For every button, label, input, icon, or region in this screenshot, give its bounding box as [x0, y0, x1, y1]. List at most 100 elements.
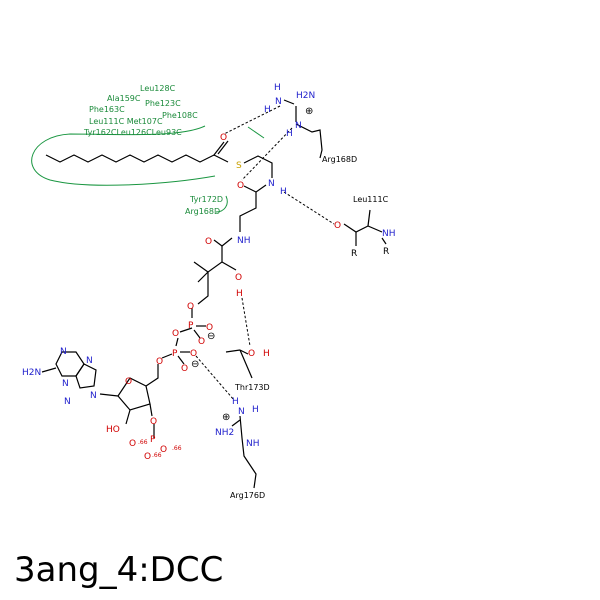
residue-arg176d: Arg176D [230, 491, 265, 500]
residue-phe163c: Phe163C [89, 105, 125, 114]
glycosidic-bond [99, 393, 119, 397]
residue-phe108c: Phe108C [162, 111, 198, 120]
hydrophobic-arc-lower [215, 195, 228, 213]
atom-n-amide1: N [268, 179, 275, 189]
ribose-link-bonds [145, 364, 159, 387]
atom-p1: P [188, 321, 194, 331]
atom-n-arg176d-top: N [238, 407, 245, 417]
atom-h2n-adenine: H2N [22, 368, 41, 378]
atom-o-3prime: O [150, 417, 157, 427]
residue-leu128c: Leu128C [140, 84, 176, 93]
thioester-co-bond-double [217, 140, 229, 155]
hydroxyl-bond [221, 261, 237, 271]
atom-s-thioester: S [236, 161, 242, 171]
residue-arg168d-hydrophobic: Arg168D [185, 207, 220, 216]
atom-o-ester1: O [187, 302, 194, 312]
hbond-arg168d-thioester [223, 105, 281, 135]
p2-o-bond [161, 353, 173, 359]
amide-co-bond [243, 185, 257, 193]
atom-h-hydroxyl: H [236, 289, 243, 299]
atom-p3: P [150, 435, 156, 445]
hbond-leu111c-nh [283, 191, 335, 225]
partial-charge-a: .66 [138, 439, 148, 446]
amide2-bond [221, 237, 233, 247]
atom-h-arg168d-top: H [274, 83, 281, 93]
atom-h-thr173d: H [263, 349, 270, 359]
charge-plus-arg168d: ⊕ [305, 106, 313, 117]
thr173d-bond-1 [225, 349, 241, 353]
atom-h2n-arg168d: H2N [296, 91, 315, 101]
atom-n-arg168d-ne: N [295, 121, 302, 131]
atom-nh2-arg176d: NH2 [215, 428, 234, 438]
atom-o-phos3b: O [160, 445, 167, 455]
atom-r-leu111c-b: R [383, 247, 389, 257]
hydrophobic-tick [247, 126, 265, 139]
adenine-five-ring [75, 363, 97, 389]
p2-o3-bond [177, 355, 185, 365]
leu111c-ca-bond [367, 209, 371, 227]
acyl-chain-bonds [45, 154, 229, 163]
amine-bond [41, 367, 57, 373]
atom-nh-arg176d: NH [246, 439, 260, 449]
atom-o-thioester: O [220, 133, 227, 143]
ribose-o3-bond [149, 403, 153, 417]
atom-o-thr173d: O [248, 349, 255, 359]
pantoate-bonds [197, 246, 223, 305]
atom-o-ester2: O [156, 357, 163, 367]
residue-arg168d: Arg168D [322, 155, 357, 164]
atom-h-arg168d-ne: H [286, 129, 293, 139]
charge-plus-arg176d: ⊕ [222, 412, 230, 423]
atom-o-amide1: O [237, 181, 244, 191]
atom-h-arg176d-right: H [252, 405, 259, 415]
leu111c-bonds [343, 223, 383, 233]
atom-o-p1a: O [206, 323, 213, 333]
atom-o-leu111c: O [334, 221, 341, 231]
residue-phe123c: Phe123C [145, 99, 181, 108]
thioester-co-bond [213, 141, 225, 156]
residue-leu111c-met107c: Leu111C Met107C [89, 117, 163, 126]
hbond-thr173d-oh [241, 297, 251, 347]
atom-o-hydroxyl: O [235, 273, 242, 283]
methyl-bond-1 [193, 261, 209, 273]
methyl-bond-2 [197, 271, 209, 283]
atom-h-arg168d-left: H [264, 105, 271, 115]
bridge-o-bond [175, 337, 179, 347]
arg176d-nh2-bond [231, 419, 241, 427]
residue-tyr172d: Tyr172D [189, 195, 223, 204]
hbond-arg176d-phosphate [195, 355, 235, 401]
ribose-oh-bond [125, 409, 131, 425]
charge-minus-p2: ⊖ [191, 359, 199, 370]
pantetheine-bonds-1 [243, 155, 273, 178]
atom-n-adenine-imidazole: N [64, 397, 71, 407]
atom-o-p2a: O [190, 349, 197, 359]
residue-leu111c: Leu111C [353, 195, 389, 204]
atom-o-bridge: O [172, 329, 179, 339]
atom-o-p1b: O [198, 337, 205, 347]
p1-o3-bond [193, 329, 201, 339]
atom-o-ribose-ring: O [125, 377, 132, 387]
hydrophobic-arc-upper [31, 125, 216, 186]
atom-n-adenine-7: N [86, 356, 93, 366]
diagram-title: 3ang_4:DCC [14, 550, 224, 590]
hbond-arg168d-amide [241, 127, 293, 181]
atom-o-phos3c: O [144, 452, 151, 462]
arg176d-bonds [239, 415, 257, 489]
atom-n-adenine-1: N [60, 347, 67, 357]
atom-n-adenine-9: N [90, 391, 97, 401]
p1-o-bond [179, 327, 193, 333]
arg168d-bonds [295, 123, 323, 159]
atom-r-leu111c-a: R [351, 249, 357, 259]
atom-nh-leu111c: NH [382, 229, 396, 239]
atom-ho-ribose: HO [106, 425, 120, 435]
atom-n-arg168d-left: N [275, 97, 282, 107]
partial-charge-b: .66 [172, 445, 182, 452]
atom-h-arg176d: H [232, 397, 239, 407]
arg168d-nh-bond [283, 99, 295, 105]
atom-nh-amide2: NH [237, 236, 251, 246]
ribose-ring [117, 377, 151, 411]
partial-charge-c: .66 [152, 452, 162, 459]
atom-o-amide2: O [205, 237, 212, 247]
thr173d-bond-3 [239, 349, 253, 379]
